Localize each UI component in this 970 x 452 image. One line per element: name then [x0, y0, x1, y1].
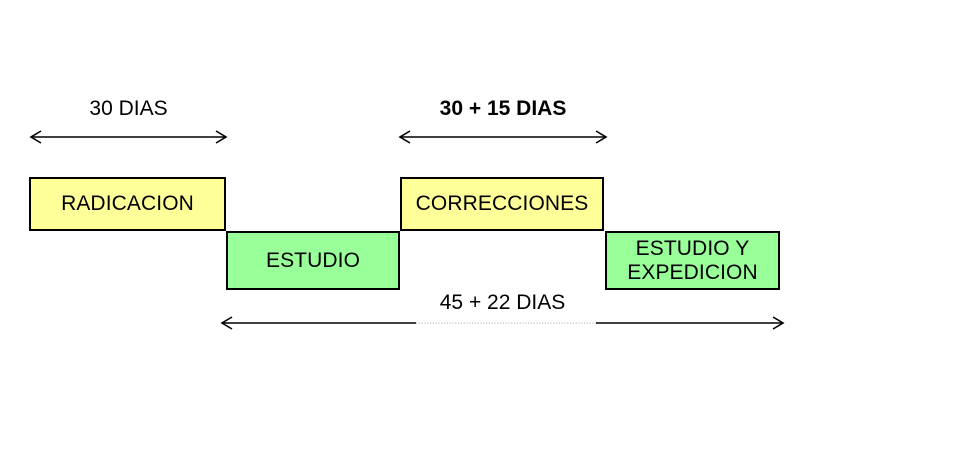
phase-box-correcciones: CORRECCIONES	[400, 177, 604, 231]
duration-label-correcciones: 30 + 15 DIAS	[439, 97, 567, 120]
phase-box-estudio-y-expedicion: ESTUDIO Y EXPEDICION	[605, 231, 780, 290]
duration-arrow-correcciones	[398, 128, 608, 146]
phase-box-estudio: ESTUDIO	[226, 231, 400, 290]
phase-box-radicacion: RADICACION	[29, 177, 226, 231]
duration-label-radicacion: 30 DIAS	[89, 97, 168, 120]
duration-arrow-radicacion	[29, 128, 228, 146]
duration-arrow-total	[220, 314, 785, 332]
duration-label-total: 45 + 22 DIAS	[439, 291, 566, 314]
